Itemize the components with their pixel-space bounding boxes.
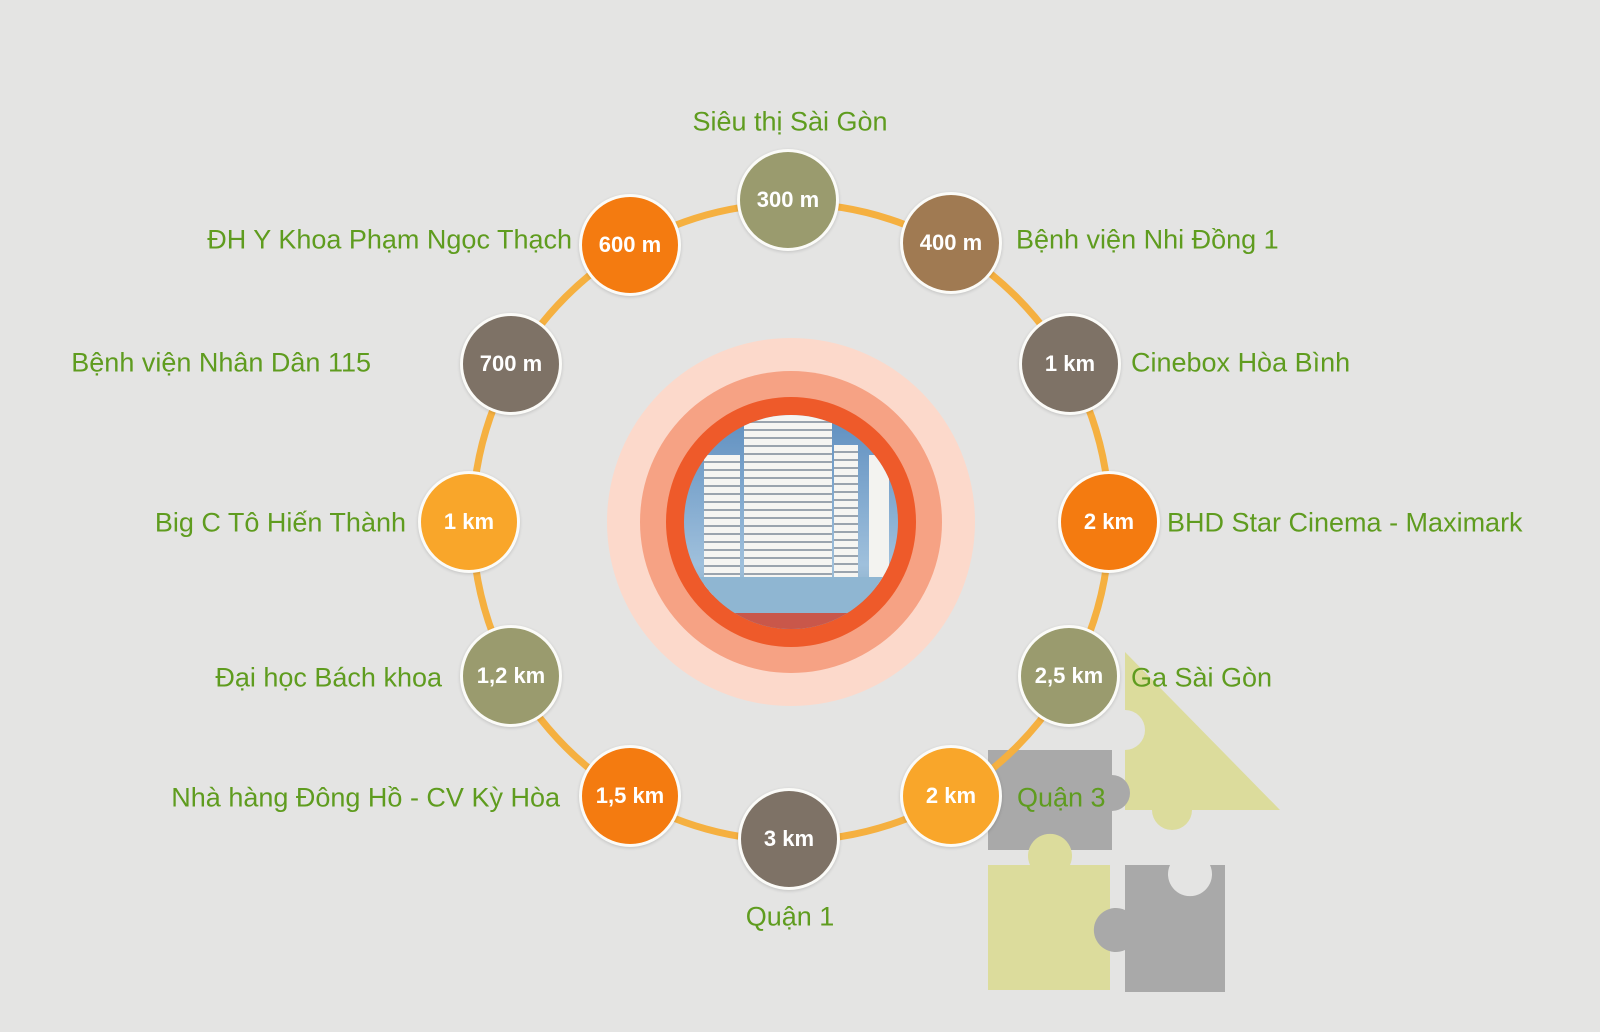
distance-node: 1 km — [1019, 313, 1121, 415]
distance-node: 300 m — [737, 149, 839, 251]
puzzle-house-decoration — [988, 652, 1280, 992]
place-label: BHD Star Cinema - Maximark — [1167, 507, 1523, 538]
building-photo — [684, 415, 898, 629]
place-label: Big C Tô Hiến Thành — [154, 507, 406, 538]
distance-value: 2,5 km — [1034, 663, 1104, 688]
place-label: Quận 1 — [745, 901, 835, 932]
distance-value: 1 km — [443, 509, 495, 534]
distance-node: 3 km — [738, 788, 840, 890]
distance-node: 1 km — [418, 471, 520, 573]
distance-node: 2 km — [1058, 471, 1160, 573]
distance-value: 400 m — [919, 230, 983, 255]
distance-node: 2,5 km — [1018, 625, 1120, 727]
place-label: Nhà hàng Đông Hồ - CV Kỳ Hòa — [171, 782, 560, 813]
distance-value: 1,2 km — [476, 663, 546, 688]
distance-value: 700 m — [479, 351, 543, 376]
distance-node: 2 km — [900, 745, 1002, 847]
place-label: Đại học Bách khoa — [215, 662, 442, 693]
place-label: Quận 3 — [1017, 782, 1106, 813]
place-label: Bệnh viện Nhân Dân 115 — [71, 347, 371, 378]
distance-node: 700 m — [460, 313, 562, 415]
place-label: Ga Sài Gòn — [1131, 662, 1273, 693]
distance-node: 1,5 km — [579, 745, 681, 847]
distance-value: 300 m — [756, 187, 820, 212]
distance-value: 1 km — [1044, 351, 1096, 376]
distance-value: 3 km — [763, 826, 815, 851]
place-label: Cinebox Hòa Bình — [1131, 347, 1351, 378]
distance-node: 400 m — [900, 192, 1002, 294]
distance-value: 600 m — [598, 232, 662, 257]
place-label: Siêu thị Sài Gòn — [692, 106, 888, 137]
distance-node: 600 m — [579, 194, 681, 296]
place-label: Bệnh viện Nhi Đồng 1 — [1016, 224, 1279, 255]
place-label: ĐH Y Khoa Phạm Ngọc Thạch — [207, 224, 572, 255]
distance-value: 2 km — [1083, 509, 1135, 534]
distance-value: 2 km — [925, 783, 977, 808]
distance-node: 1,2 km — [460, 625, 562, 727]
distance-value: 1,5 km — [595, 783, 665, 808]
